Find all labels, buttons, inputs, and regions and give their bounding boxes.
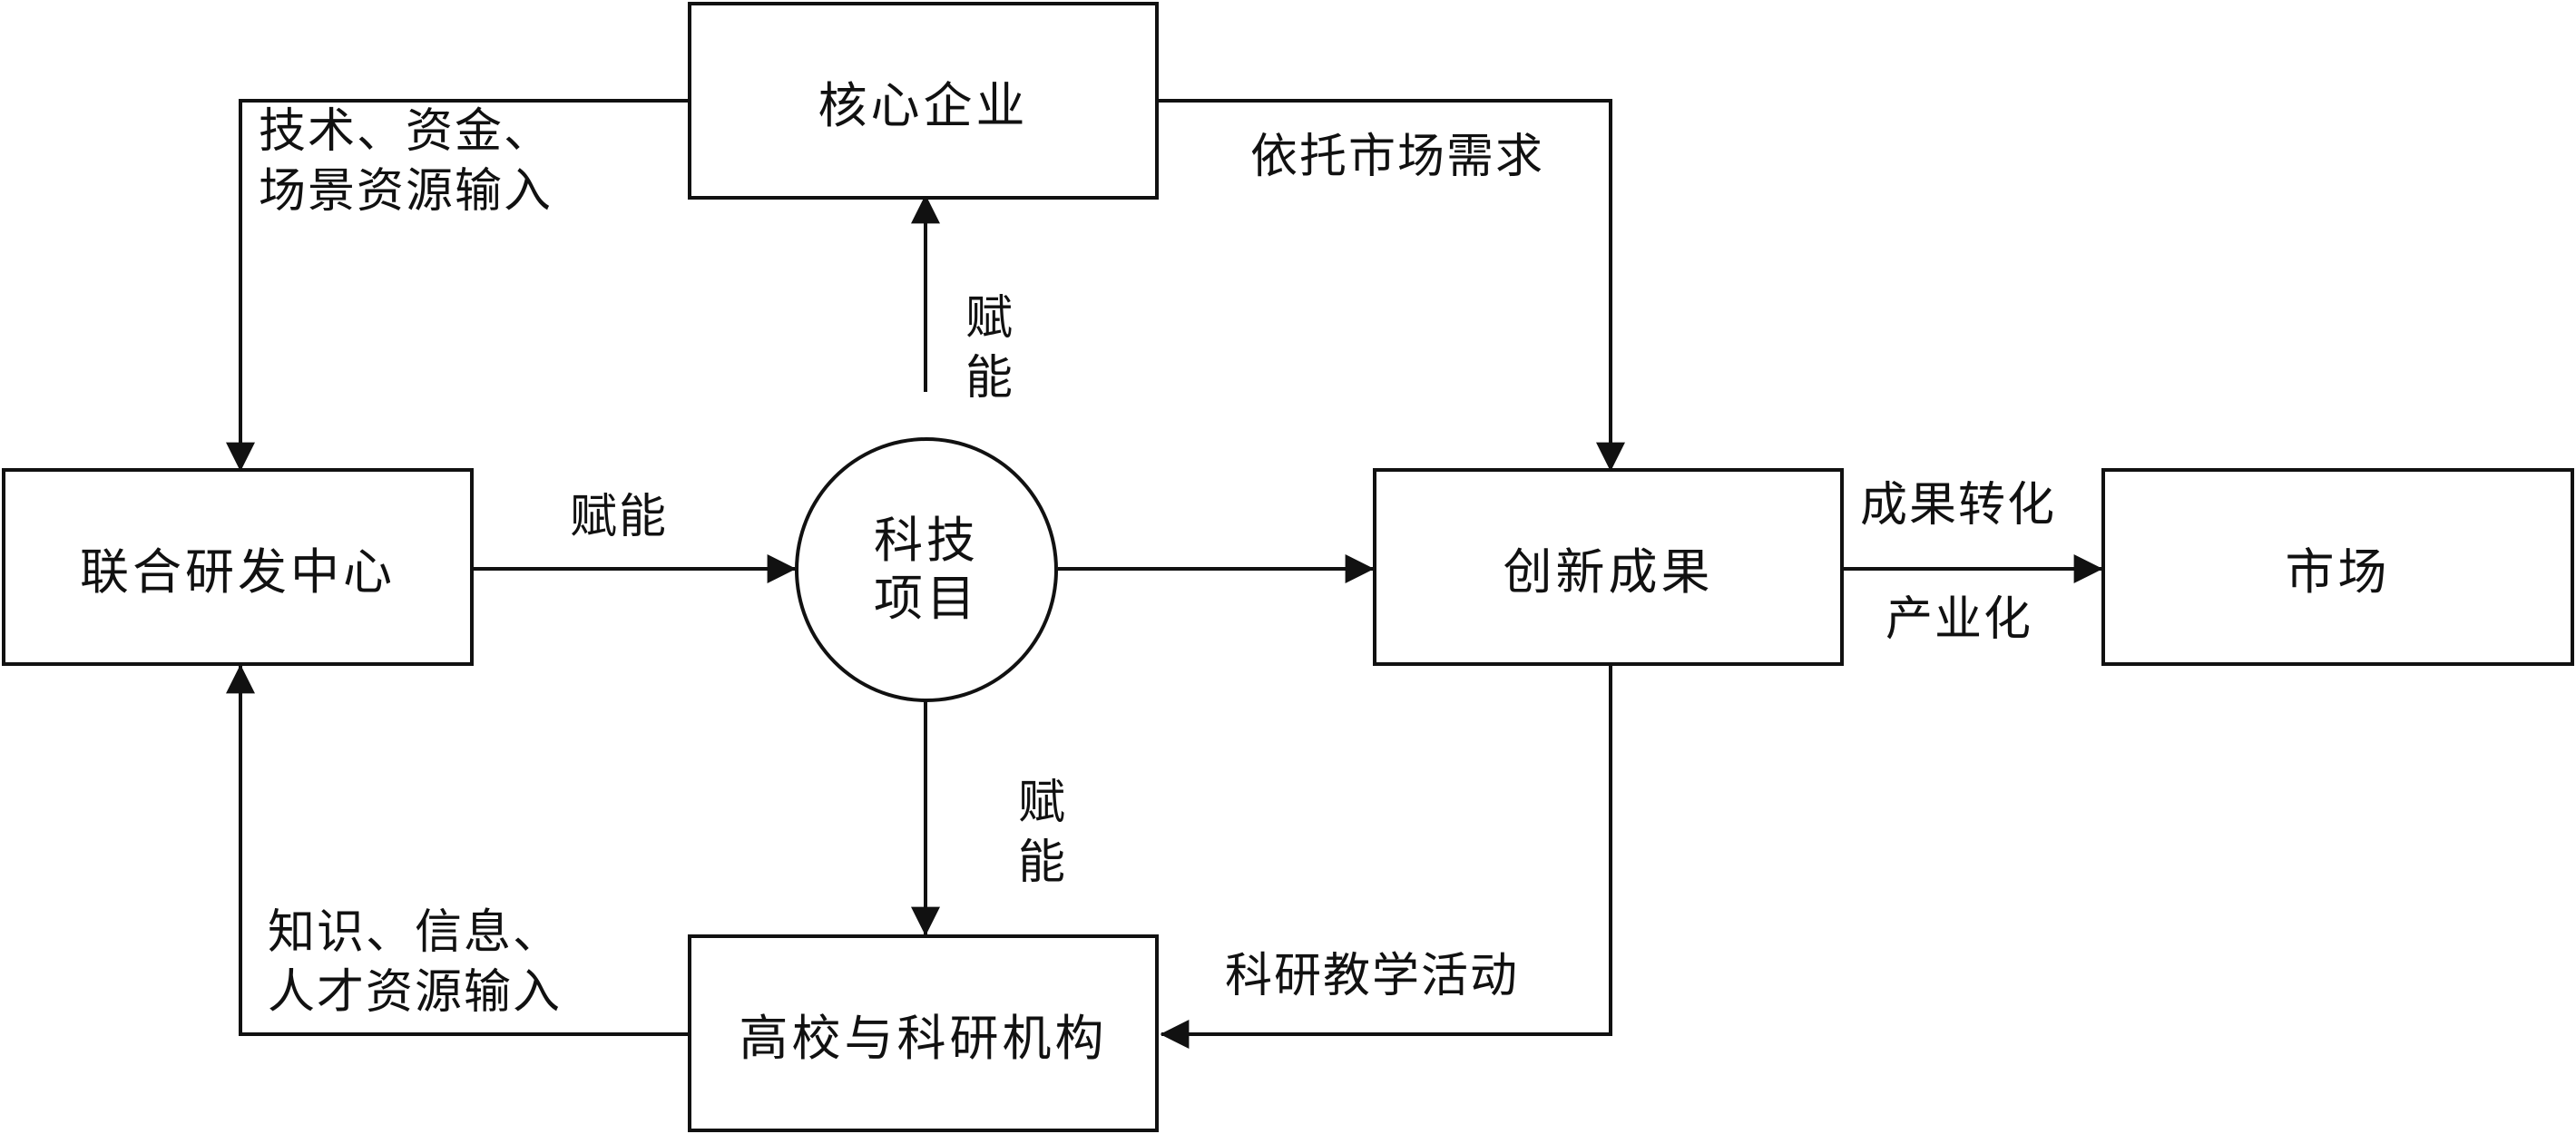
label-univ-to-rd-line2: 人才资源输入 [268, 965, 563, 1020]
label-rd-to-project-text: 赋能 [570, 490, 669, 544]
node-core-enterprise: 核心企业 [688, 2, 1159, 200]
node-universities-research-label: 高校与科研机构 [739, 1009, 1108, 1067]
label-results-to-univ-text: 科研教学活动 [1225, 949, 1520, 1003]
label-project-to-core-char2: 能 [965, 351, 1013, 406]
edge-core-to-rd [226, 99, 690, 472]
label-results-to-market-top-text: 成果转化 [1860, 478, 2057, 533]
node-universities-research: 高校与科研机构 [688, 934, 1159, 1132]
label-results-to-market-top: 成果转化 [1860, 475, 2056, 535]
edge-univ-to-rd [226, 664, 690, 1036]
node-innovation-results-label: 创新成果 [1503, 543, 1714, 601]
node-joint-rd-center: 联合研发中心 [2, 468, 474, 666]
label-core-to-rd-line1: 技术、资金、 [259, 104, 553, 159]
node-joint-rd-center-label: 联合研发中心 [80, 543, 396, 601]
node-core-enterprise-label: 核心企业 [818, 76, 1029, 134]
node-market: 市场 [2101, 468, 2574, 666]
label-project-to-univ-char1: 赋 [1017, 776, 1065, 830]
label-results-to-univ: 科研教学活动 [1225, 946, 1519, 1006]
label-project-to-univ: 赋 能 [1014, 773, 1069, 893]
label-project-to-univ-char2: 能 [1017, 836, 1065, 890]
label-univ-to-rd: 知识、信息、 人才资源输入 [268, 903, 562, 1022]
label-core-to-rd: 技术、资金、 场景资源输入 [259, 102, 553, 221]
label-rd-to-project: 赋能 [570, 487, 668, 547]
node-market-label: 市场 [2285, 543, 2391, 601]
edge-results-to-univ [1160, 666, 1612, 1049]
label-results-to-market-bottom-text: 产业化 [1885, 592, 2033, 647]
edge-core-to-results [1159, 99, 1625, 472]
label-univ-to-rd-line1: 知识、信息、 [268, 905, 563, 960]
node-innovation-results: 创新成果 [1373, 468, 1844, 666]
label-core-to-rd-line2: 场景资源输入 [259, 164, 553, 219]
label-core-to-results: 依托市场需求 [1250, 127, 1544, 187]
node-sci-tech-project-line1: 科技 [874, 512, 979, 569]
label-results-to-market-bottom: 产业化 [1885, 590, 2032, 650]
node-sci-tech-project: 科技 项目 [795, 437, 1058, 702]
label-project-to-core: 赋 能 [962, 288, 1016, 408]
node-sci-tech-project-line2: 项目 [874, 570, 979, 627]
label-core-to-results-text: 依托市场需求 [1250, 130, 1545, 184]
label-project-to-core-char1: 赋 [965, 291, 1013, 346]
